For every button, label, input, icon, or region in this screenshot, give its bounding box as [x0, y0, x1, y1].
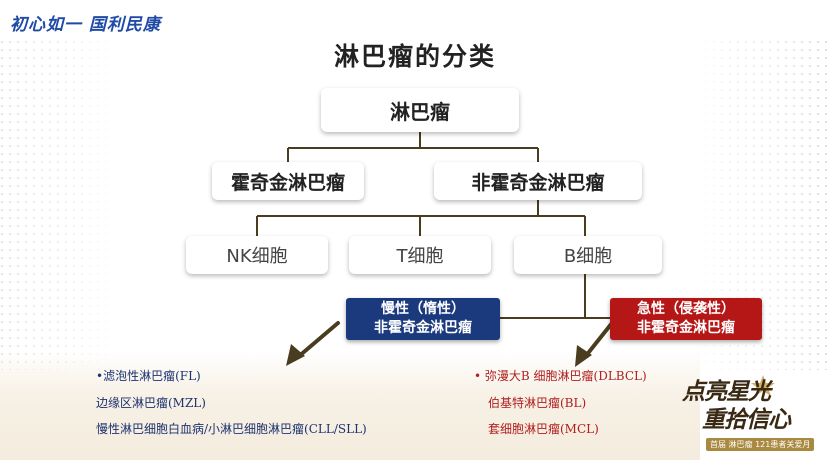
star-icon	[751, 375, 775, 396]
list-item: 伯基特淋巴瘤(BL)	[488, 395, 587, 410]
node-t-cell: T细胞	[349, 236, 491, 274]
list-item: 套细胞淋巴瘤(MCL)	[488, 422, 599, 436]
tag-indolent-nhl: 慢性（惰性） 非霍奇金淋巴瘤	[346, 298, 500, 340]
tag-aggressive-nhl: 急性（侵袭性） 非霍奇金淋巴瘤	[610, 298, 762, 340]
list-item: • 弥漫大B 细胞淋巴瘤(DLBCL)	[474, 369, 647, 383]
list-item: 边缘区淋巴瘤(MZL)	[96, 395, 206, 410]
event-logo-line2: 重拾信心	[702, 406, 791, 433]
node-nk-cell: NK细胞	[186, 236, 328, 274]
tag-indolent-line1: 慢性（惰性）	[381, 301, 465, 317]
tag-aggressive-line2: 非霍奇金淋巴瘤	[637, 320, 735, 336]
node-hodgkin-lymphoma: 霍奇金淋巴瘤	[212, 162, 364, 200]
bottom-beige-band	[0, 352, 700, 460]
arrow-left-shaft	[296, 321, 340, 359]
node-lymphoma: 淋巴瘤	[321, 88, 519, 132]
tag-indolent-line2: 非霍奇金淋巴瘤	[374, 320, 472, 336]
page-title: 淋巴瘤的分类	[333, 42, 496, 71]
event-logo-strip: 首届 淋巴瘤 121患者关爱月	[706, 438, 815, 451]
event-logo-line1: 点亮星光	[682, 378, 771, 405]
node-b-cell: B细胞	[514, 236, 662, 274]
list-item: 慢性淋巴细胞白血病/小淋巴细胞淋巴瘤(CLL/SLL)	[96, 422, 367, 436]
arrow-right-shaft	[583, 321, 614, 359]
arrow-left-head	[286, 344, 305, 366]
aggressive-subtype-list: • 弥漫大B 细胞淋巴瘤(DLBCL) 伯基特淋巴瘤(BL) 套细胞淋巴瘤(MC…	[474, 363, 647, 443]
node-non-hodgkin-lymphoma: 非霍奇金淋巴瘤	[434, 162, 642, 200]
slogan: 初心如一 国利民康	[10, 15, 161, 35]
tag-aggressive-line1: 急性（侵袭性）	[637, 301, 735, 317]
indolent-subtype-list: •滤泡性淋巴瘤(FL) 边缘区淋巴瘤(MZL) 慢性淋巴细胞白血病/小淋巴细胞淋…	[96, 363, 367, 443]
list-item: •滤泡性淋巴瘤(FL)	[96, 369, 201, 383]
arrow-right-head	[575, 345, 592, 367]
